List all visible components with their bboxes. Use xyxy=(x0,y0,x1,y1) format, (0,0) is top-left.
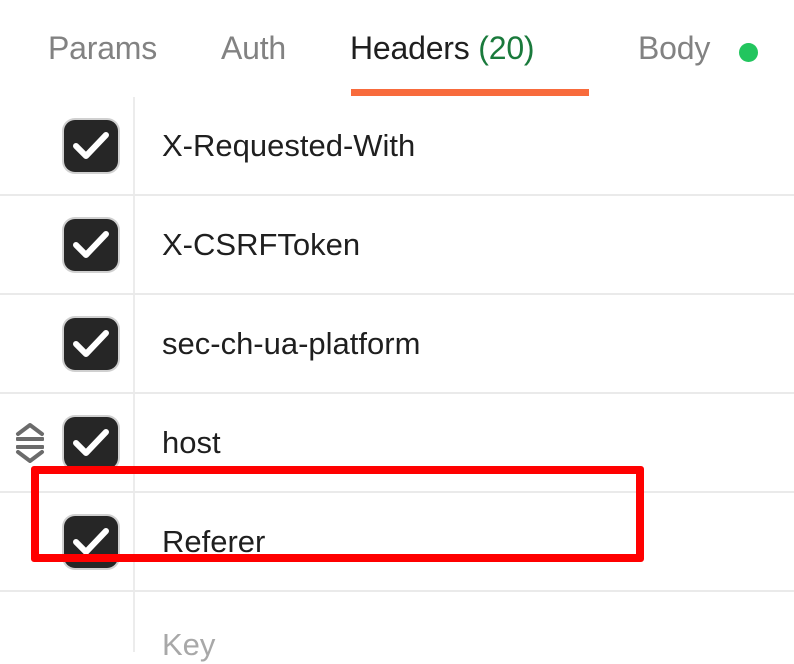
row-enabled-checkbox[interactable] xyxy=(64,515,118,568)
tab-params[interactable]: Params xyxy=(48,27,157,69)
row-enabled-checkbox[interactable] xyxy=(64,119,118,172)
headers-table: X-Requested-With X-CSRFToken sec-ch-ua-p… xyxy=(0,97,794,662)
column-divider xyxy=(133,493,135,590)
check-icon xyxy=(73,428,109,456)
tab-headers-count: (20) xyxy=(478,30,535,66)
row-enabled-checkbox[interactable] xyxy=(64,218,118,271)
header-key-label[interactable]: X-Requested-With xyxy=(162,127,416,163)
header-key-label[interactable]: host xyxy=(162,424,221,460)
tab-headers[interactable]: Headers (20) xyxy=(350,27,535,69)
check-icon xyxy=(73,230,109,258)
column-divider xyxy=(133,295,135,392)
tab-auth[interactable]: Auth xyxy=(221,27,286,69)
check-icon xyxy=(73,329,109,357)
body-has-content-dot-icon xyxy=(739,43,758,62)
row-enabled-checkbox[interactable] xyxy=(64,416,118,469)
new-header-key-input[interactable]: Key xyxy=(162,627,216,662)
reorder-handle-icon[interactable] xyxy=(12,422,48,464)
tab-body-label: Body xyxy=(638,30,711,66)
table-row-new[interactable]: Key xyxy=(0,592,794,662)
column-divider xyxy=(133,196,135,293)
column-divider xyxy=(133,394,135,491)
table-row[interactable]: X-CSRFToken xyxy=(0,196,794,295)
tab-headers-label: Headers xyxy=(350,30,470,66)
tab-params-label: Params xyxy=(48,30,158,66)
row-enabled-checkbox[interactable] xyxy=(64,317,118,370)
check-icon xyxy=(73,131,109,159)
table-row[interactable]: sec-ch-ua-platform xyxy=(0,295,794,394)
tab-body[interactable]: Body xyxy=(638,27,710,69)
header-key-label[interactable]: X-CSRFToken xyxy=(162,226,361,262)
request-tab-bar: Params Auth Headers (20) Body xyxy=(0,0,794,97)
table-row[interactable]: Referer xyxy=(0,493,794,592)
header-key-label[interactable]: sec-ch-ua-platform xyxy=(162,325,421,361)
table-row[interactable]: host xyxy=(0,394,794,493)
column-divider xyxy=(133,592,135,652)
check-icon xyxy=(73,527,109,555)
table-row[interactable]: X-Requested-With xyxy=(0,97,794,196)
header-key-label[interactable]: Referer xyxy=(162,523,266,559)
active-tab-underline xyxy=(351,89,589,96)
tab-auth-label: Auth xyxy=(221,30,287,66)
column-divider xyxy=(133,97,135,194)
